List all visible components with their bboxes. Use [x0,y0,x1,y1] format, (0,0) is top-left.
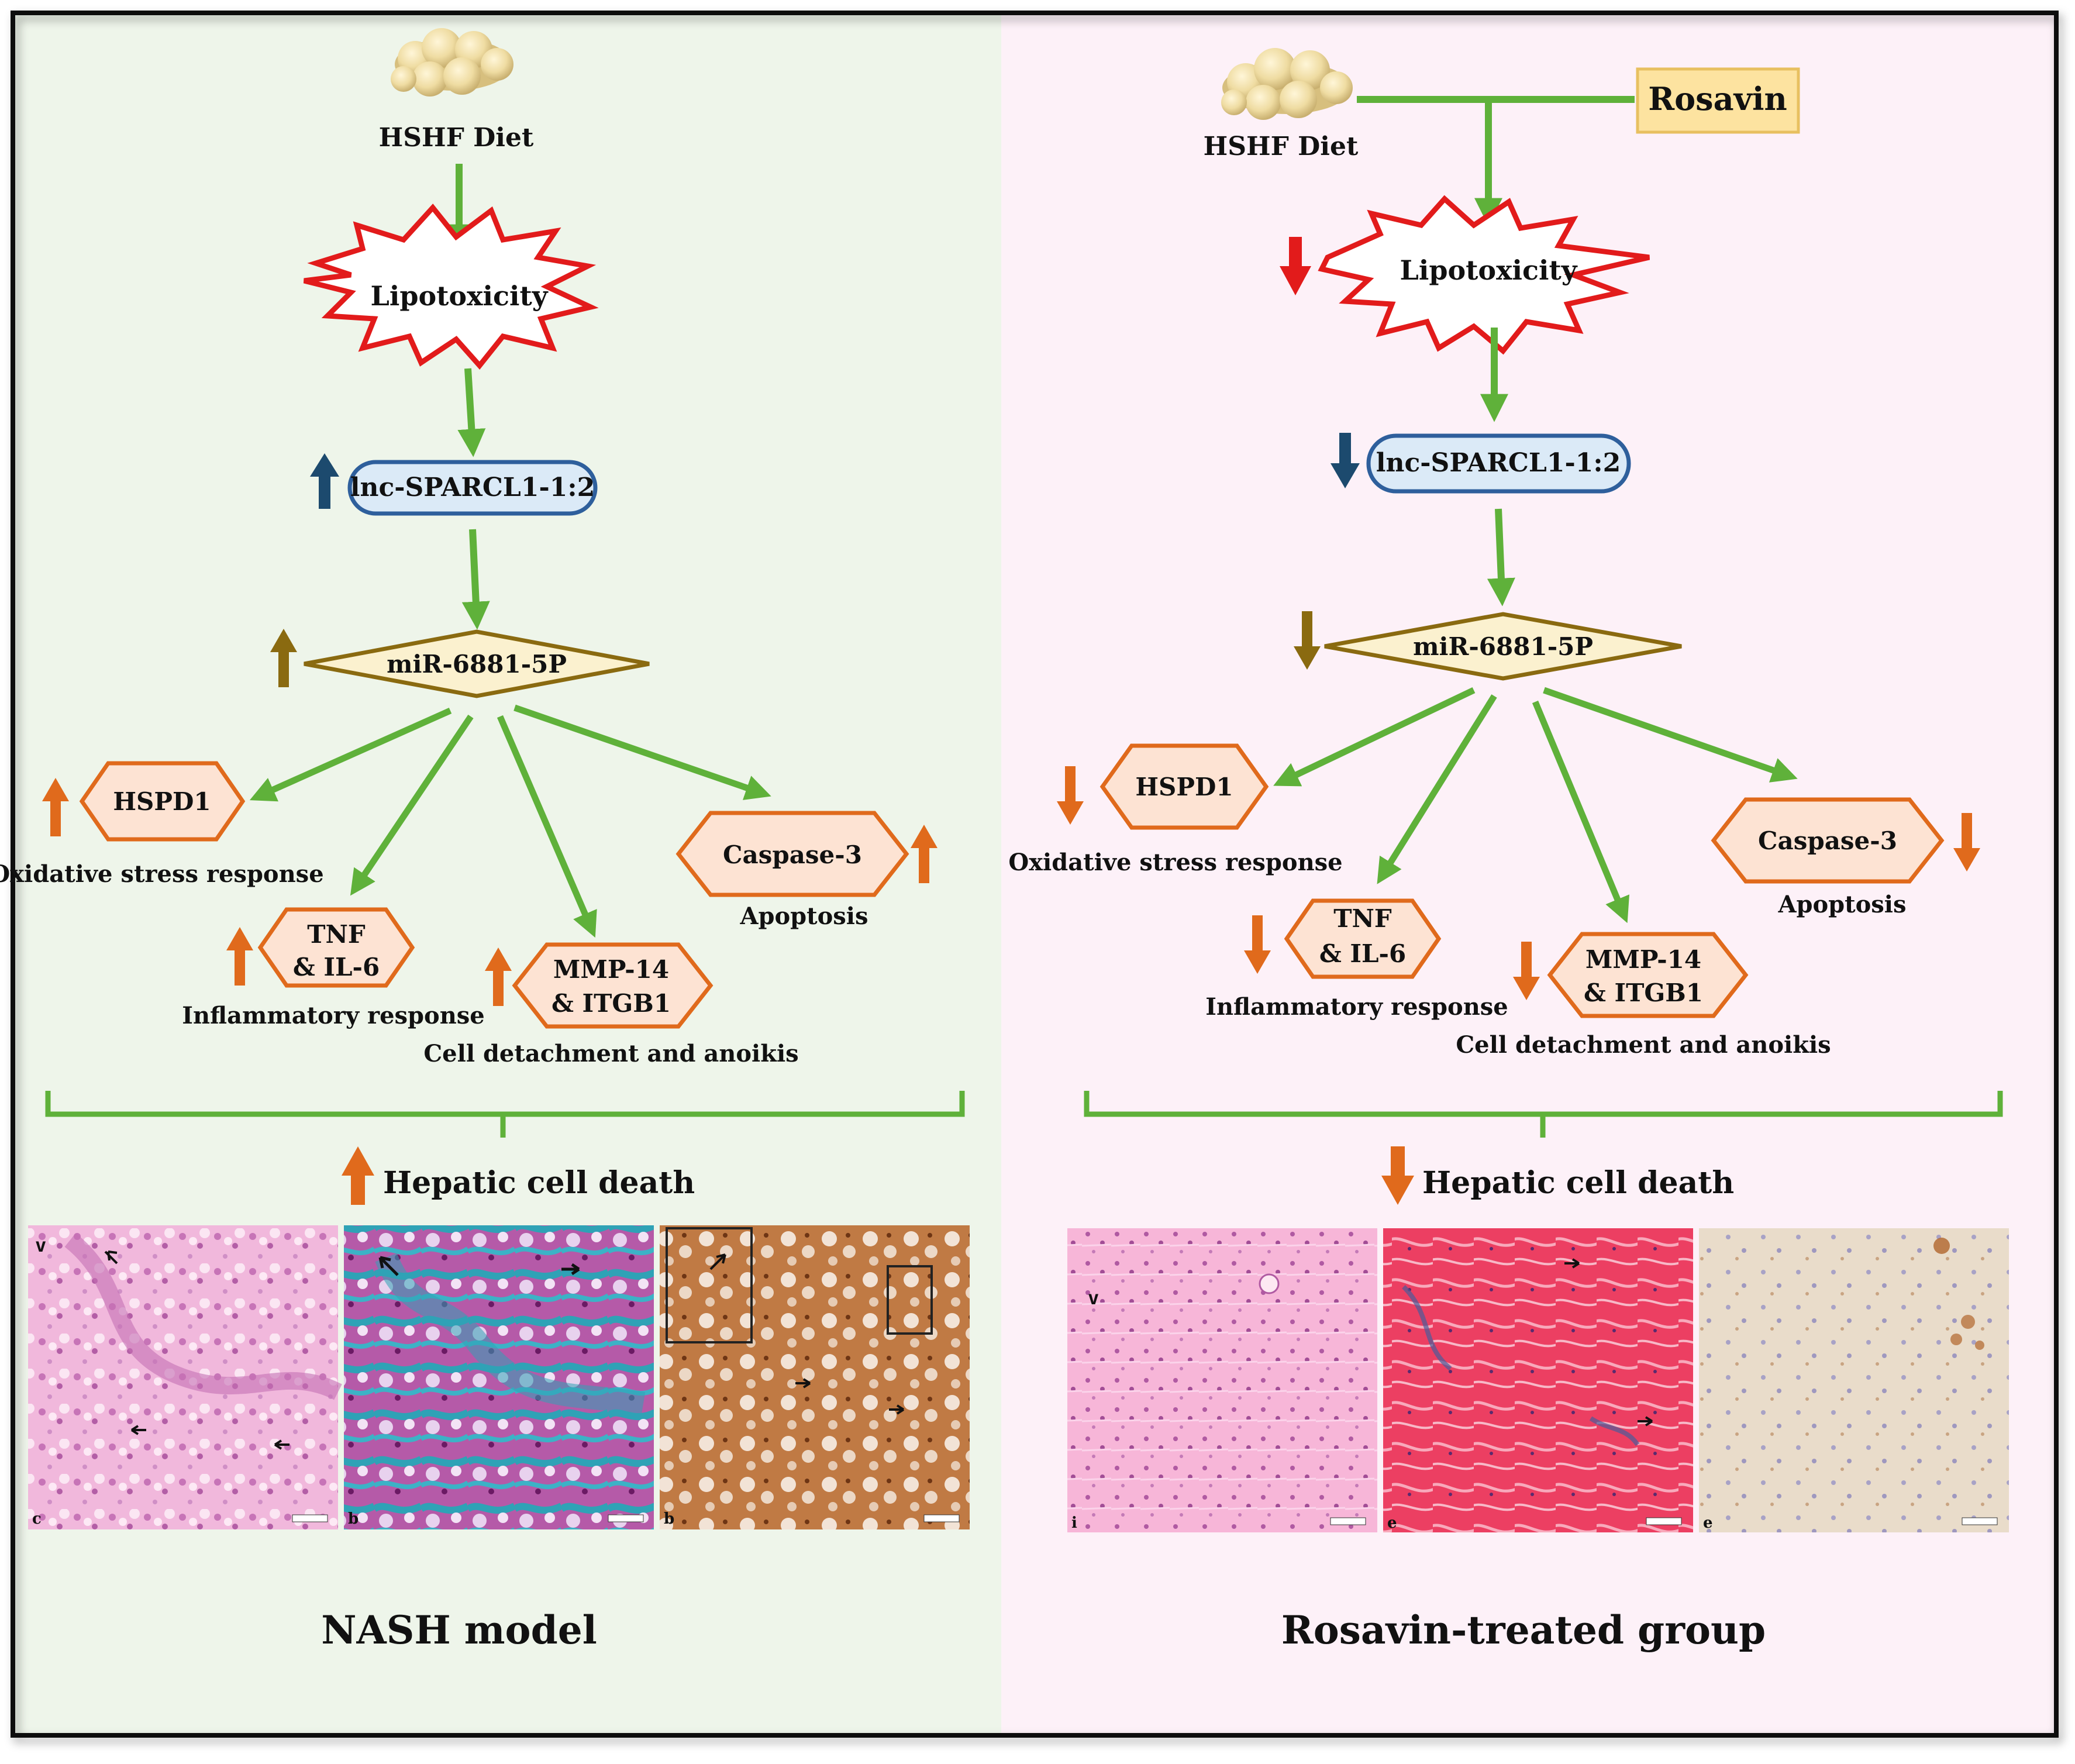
tnf-up-arrow-icon [226,927,253,986]
mmp-node [1547,932,1749,1018]
arrow-mir-to-hspd1 [1273,687,1476,787]
micrograph-trichrome: b [344,1225,654,1529]
left-panel: HSHF Diet Lipotoxicity lnc-SPARCL1-1:2 m… [0,28,970,1653]
mir-label: miR-6881-5P [1413,632,1593,661]
lnc-down-arrow-icon [1331,433,1360,488]
death-down-arrow-icon [1381,1146,1414,1205]
micro-label-3: b [664,1510,674,1528]
arrow-lipotoxicity-to-lnc [457,368,486,457]
hspd1-label: HSPD1 [1135,773,1233,801]
mmp-label-line1: MMP-14 [553,955,669,984]
lnc-label: lnc-SPARCL1-1:2 [1376,448,1621,478]
tnf-label-line2: & IL-6 [1319,939,1406,968]
arrow-mir-to-caspase [513,704,771,800]
arrow-lnc-to-mir [461,529,490,630]
food-icon [391,28,513,97]
micro-label-1: c [32,1510,42,1528]
mmp-label-line1: MMP-14 [1585,945,1701,974]
mir-label: miR-6881-5P [387,650,567,678]
lnc-node [1366,433,1631,494]
hspd1-up-arrow-icon [42,778,69,836]
micrograph-he: v i [1067,1228,1377,1532]
caspase-node [1711,797,1945,884]
panel-title: Rosavin-treated group [1281,1607,1766,1653]
lipotoxicity-burst [303,204,599,370]
caspase-label: Caspase-3 [723,840,862,869]
detachment-label: Cell detachment and anoikis [423,1040,798,1067]
mmp-up-arrow-icon [485,948,512,1006]
death-label: Hepatic cell death [383,1165,695,1201]
rosavin-node [1636,67,1800,134]
arrow-mir-to-hspd1 [249,707,452,802]
mir-up-arrow-icon [270,629,297,687]
mir-down-arrow-icon [1294,611,1321,670]
caspase-label: Caspase-3 [1758,826,1897,855]
apoptosis-label: Apoptosis [739,902,868,930]
tnf-node [1284,898,1442,979]
mmp-label-line2: & ITGB1 [1584,979,1703,1007]
mmp-down-arrow-icon [1513,942,1540,1000]
caspase-node [675,811,909,897]
tnf-down-arrow-icon [1244,915,1271,974]
lipotoxicity-label: Lipotoxicity [1400,254,1578,286]
apoptosis-label: Apoptosis [1777,891,1906,918]
inflammatory-label: Inflammatory response [182,1002,485,1029]
lnc-node [347,460,598,516]
hspd1-node [79,761,246,842]
tnf-node [257,907,415,988]
micrograph-ihc: e [1699,1228,2009,1532]
mmp-label-line2: & ITGB1 [552,989,671,1018]
lipotoxicity-label: Lipotoxicity [371,280,549,312]
hspd1-down-arrow-icon [1057,766,1084,825]
arrow-mir-to-caspase [1543,687,1798,783]
death-label: Hepatic cell death [1422,1165,1734,1201]
summary-bracket [1084,1091,2003,1138]
caspase-up-arrow-icon [911,825,937,883]
mmp-node [512,942,714,1029]
panel-title: NASH model [321,1607,597,1653]
arrow-mir-to-mmp [497,715,597,938]
micrograph-ihc: b [660,1225,970,1529]
hspd1-label: HSPD1 [113,787,211,816]
lipotoxicity-burst [1318,195,1650,355]
right-panel: HSHF Diet Rosavin Lipotoxicity lnc-SPARC… [1008,48,2009,1653]
mir-node [304,629,650,698]
lnc-up-arrow-icon [310,453,339,509]
figure-frame [11,11,2059,1738]
oxidative-label: Oxidative stress response [1008,849,1342,876]
oxidative-label: Oxidative stress response [0,860,324,888]
inflammatory-label: Inflammatory response [1205,993,1508,1021]
diet-label: HSHF Diet [1204,132,1359,161]
arrow-mir-to-mmp [1532,700,1629,924]
arrow-lnc-to-mir [1487,508,1515,607]
micrograph-row: v c b b [28,1225,970,1529]
detachment-label: Cell detachment and anoikis [1456,1031,1831,1059]
micro-label-3: e [1703,1514,1713,1532]
micrograph-trichrome: e [1383,1228,1693,1532]
food-icon [1221,48,1353,120]
mir-node [1324,612,1682,681]
death-up-arrow-icon [342,1146,374,1205]
hspd1-node [1099,743,1269,830]
micro-v-label: v [35,1234,46,1256]
lnc-label: lnc-SPARCL1-1:2 [350,473,595,502]
rosavin-label: Rosavin [1648,80,1787,118]
diet-label: HSHF Diet [379,123,534,153]
micro-label-1: i [1071,1514,1077,1532]
summary-bracket [45,1091,965,1138]
caspase-down-arrow-icon [1953,813,1980,871]
tnf-label-line2: & IL-6 [293,953,380,981]
lipotoxicity-down-arrow-icon [1280,237,1311,295]
tnf-label-line1: TNF [1333,904,1392,933]
micro-v-label: v [1088,1287,1099,1309]
arrow-mir-to-tnf [350,714,474,896]
tnf-label-line1: TNF [307,920,366,949]
micro-label-2: b [348,1510,359,1528]
micro-label-2: e [1387,1514,1397,1532]
micrograph-row: v i e e [1067,1228,2009,1532]
arrow-mir-to-tnf [1377,694,1497,884]
micrograph-he: v c [28,1225,342,1529]
